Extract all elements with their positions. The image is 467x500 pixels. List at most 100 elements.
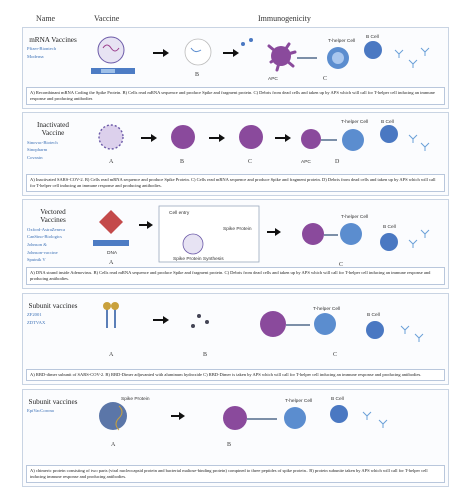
label-b-cell: B Cell xyxy=(381,119,394,125)
adjuvant-particle xyxy=(205,320,209,324)
label-cell-entry: Cell entry xyxy=(169,210,190,216)
company-name: ZF2001 xyxy=(27,312,42,318)
vaccine-title: Inactivated Vaccine xyxy=(37,121,69,138)
label-b: B xyxy=(227,442,231,448)
arrow-head-icon xyxy=(233,49,239,57)
label-a: A xyxy=(109,159,114,165)
label-c: C xyxy=(323,76,327,82)
company-name: Johnson-vaccine xyxy=(27,249,58,255)
label-c: C xyxy=(333,352,337,358)
antibody-icon xyxy=(362,411,372,420)
vaccine-name-block: Subunit vaccines ZF2001 ZDTVAX xyxy=(27,302,79,326)
label-dna: DNA xyxy=(107,250,118,256)
panel-caption: A) chimeric protein consisting of two pa… xyxy=(26,465,445,483)
label-t-helper: T-helper Cell xyxy=(341,214,368,220)
antibody-icon xyxy=(400,325,410,334)
antibody-icon xyxy=(414,333,424,342)
t-helper-cell xyxy=(340,223,362,245)
cell-outline xyxy=(184,38,212,66)
label-c: C xyxy=(339,262,343,268)
company-name: Moderna xyxy=(27,54,44,59)
arrow-head-icon xyxy=(151,134,157,142)
t-helper-cell xyxy=(314,313,336,335)
label-synthesis: Spike Protein Synthesis xyxy=(173,256,224,262)
receptor-link xyxy=(286,324,310,326)
apc-cell xyxy=(302,223,324,245)
vaccine-name-block: mRNA Vaccines Pfizer-Biontech Moderna xyxy=(27,36,79,60)
subunit-illustration-2: Spike Protein A B T-helper Cell B Cell xyxy=(99,396,388,448)
label-spike-protein: Spike Protein xyxy=(223,226,252,232)
t-helper-cell xyxy=(342,129,364,151)
mrna-strand xyxy=(102,44,120,52)
label-a: A xyxy=(111,442,116,448)
panel-caption: A) RBD-dimer subunit of SARS-COV-2. B) R… xyxy=(26,369,445,381)
label-b: B xyxy=(195,72,199,78)
label-b-cell: B Cell xyxy=(331,396,344,402)
label-b: B xyxy=(203,352,207,358)
apc-cell xyxy=(223,406,247,430)
panel-caption: A) Recombinant mRNA Coding the Spike Pro… xyxy=(26,87,445,105)
label-b: B xyxy=(180,159,184,165)
lipid-nanoparticle xyxy=(97,36,125,64)
vaccine-name-block: Vectored Vaccines Oxford-AstraZeneca Can… xyxy=(27,208,79,263)
panel-caption: A) Inactivated SARS-COV-2. B) Cells read… xyxy=(26,174,445,192)
antibody-icon xyxy=(420,142,430,151)
antibody-icon xyxy=(420,229,430,238)
label-b-cell: B Cell xyxy=(366,34,379,40)
rbd-dimer-stalk xyxy=(106,308,116,328)
apc-cell xyxy=(260,311,286,337)
receptor-link xyxy=(297,57,317,59)
inactivated-virus xyxy=(98,124,124,150)
antibody-icon xyxy=(378,419,388,428)
arrow-head-icon xyxy=(163,316,169,324)
company-name: Johnson & xyxy=(27,242,47,247)
label-c: C xyxy=(248,159,252,165)
apc-cell xyxy=(271,46,291,66)
spike-gene-segment xyxy=(101,69,115,73)
spike-fragment xyxy=(249,38,253,42)
label-apc: APC xyxy=(268,76,278,82)
label-apc: APC xyxy=(301,159,311,165)
antibody-icon xyxy=(408,239,418,248)
company-name: Covaxin xyxy=(27,155,43,160)
b-cell xyxy=(330,405,348,423)
label-b-cell: B Cell xyxy=(367,312,380,318)
t-helper-cell xyxy=(284,407,306,429)
b-cell xyxy=(380,125,398,143)
label-t-helper: T-helper Cell xyxy=(285,398,312,404)
vaccine-title: mRNA Vaccines xyxy=(29,36,77,44)
vaccine-title: Vectored Vaccines xyxy=(40,208,66,225)
adjuvant-particle xyxy=(191,324,195,328)
company-name: CanSino-Biologics xyxy=(27,234,62,240)
adjuvant-particle xyxy=(197,314,201,318)
mrna-illustration: B APC C T-helper Cell B Cell xyxy=(91,34,430,82)
receptor-link xyxy=(247,418,277,420)
spike-fragment xyxy=(241,42,245,46)
panel-inactivated-vaccine: Inactivated Vaccine Sinovac-Biotech Sino… xyxy=(22,112,449,196)
receptor-link xyxy=(324,234,338,236)
inactivated-illustration: A B C APC D T-helper Cell B Cell xyxy=(98,119,430,165)
adenovirus-capsid xyxy=(99,210,123,234)
spike-peptides xyxy=(115,405,123,431)
label-b-cell: B Cell xyxy=(383,224,396,230)
chimeric-protein xyxy=(99,402,127,430)
company-name: Sinovac-Biotech xyxy=(27,139,58,145)
arrow-head-icon xyxy=(275,228,281,236)
rbd-domain xyxy=(103,302,111,310)
label-spike-protein: Spike Protein xyxy=(121,396,150,402)
panel-caption: A) DNA strand inside Adenovirus. B) Cell… xyxy=(26,267,445,285)
arrow-head-icon xyxy=(219,134,225,142)
vaccine-title: Subunit vaccines xyxy=(28,398,78,406)
receptor-link xyxy=(321,139,337,141)
panel-vectored-vaccines: Vectored Vaccines Oxford-AstraZeneca Can… xyxy=(22,199,449,289)
antibody-icon xyxy=(420,47,430,56)
label-t-helper: T-helper Cell xyxy=(328,38,355,44)
panel-subunit-vaccines-2: Subunit vaccines EpiVacCorona Spike Prot… xyxy=(22,389,449,487)
vaccine-title: Subunit vaccines xyxy=(28,302,78,310)
dna-bar xyxy=(93,240,129,246)
company-name: ZDTVAX xyxy=(27,320,46,325)
column-header-immunogenicity: Immunogenicity xyxy=(258,14,311,23)
b-cell xyxy=(366,321,384,339)
antibody-icon xyxy=(394,49,404,58)
t-helper-nucleus xyxy=(332,52,344,64)
